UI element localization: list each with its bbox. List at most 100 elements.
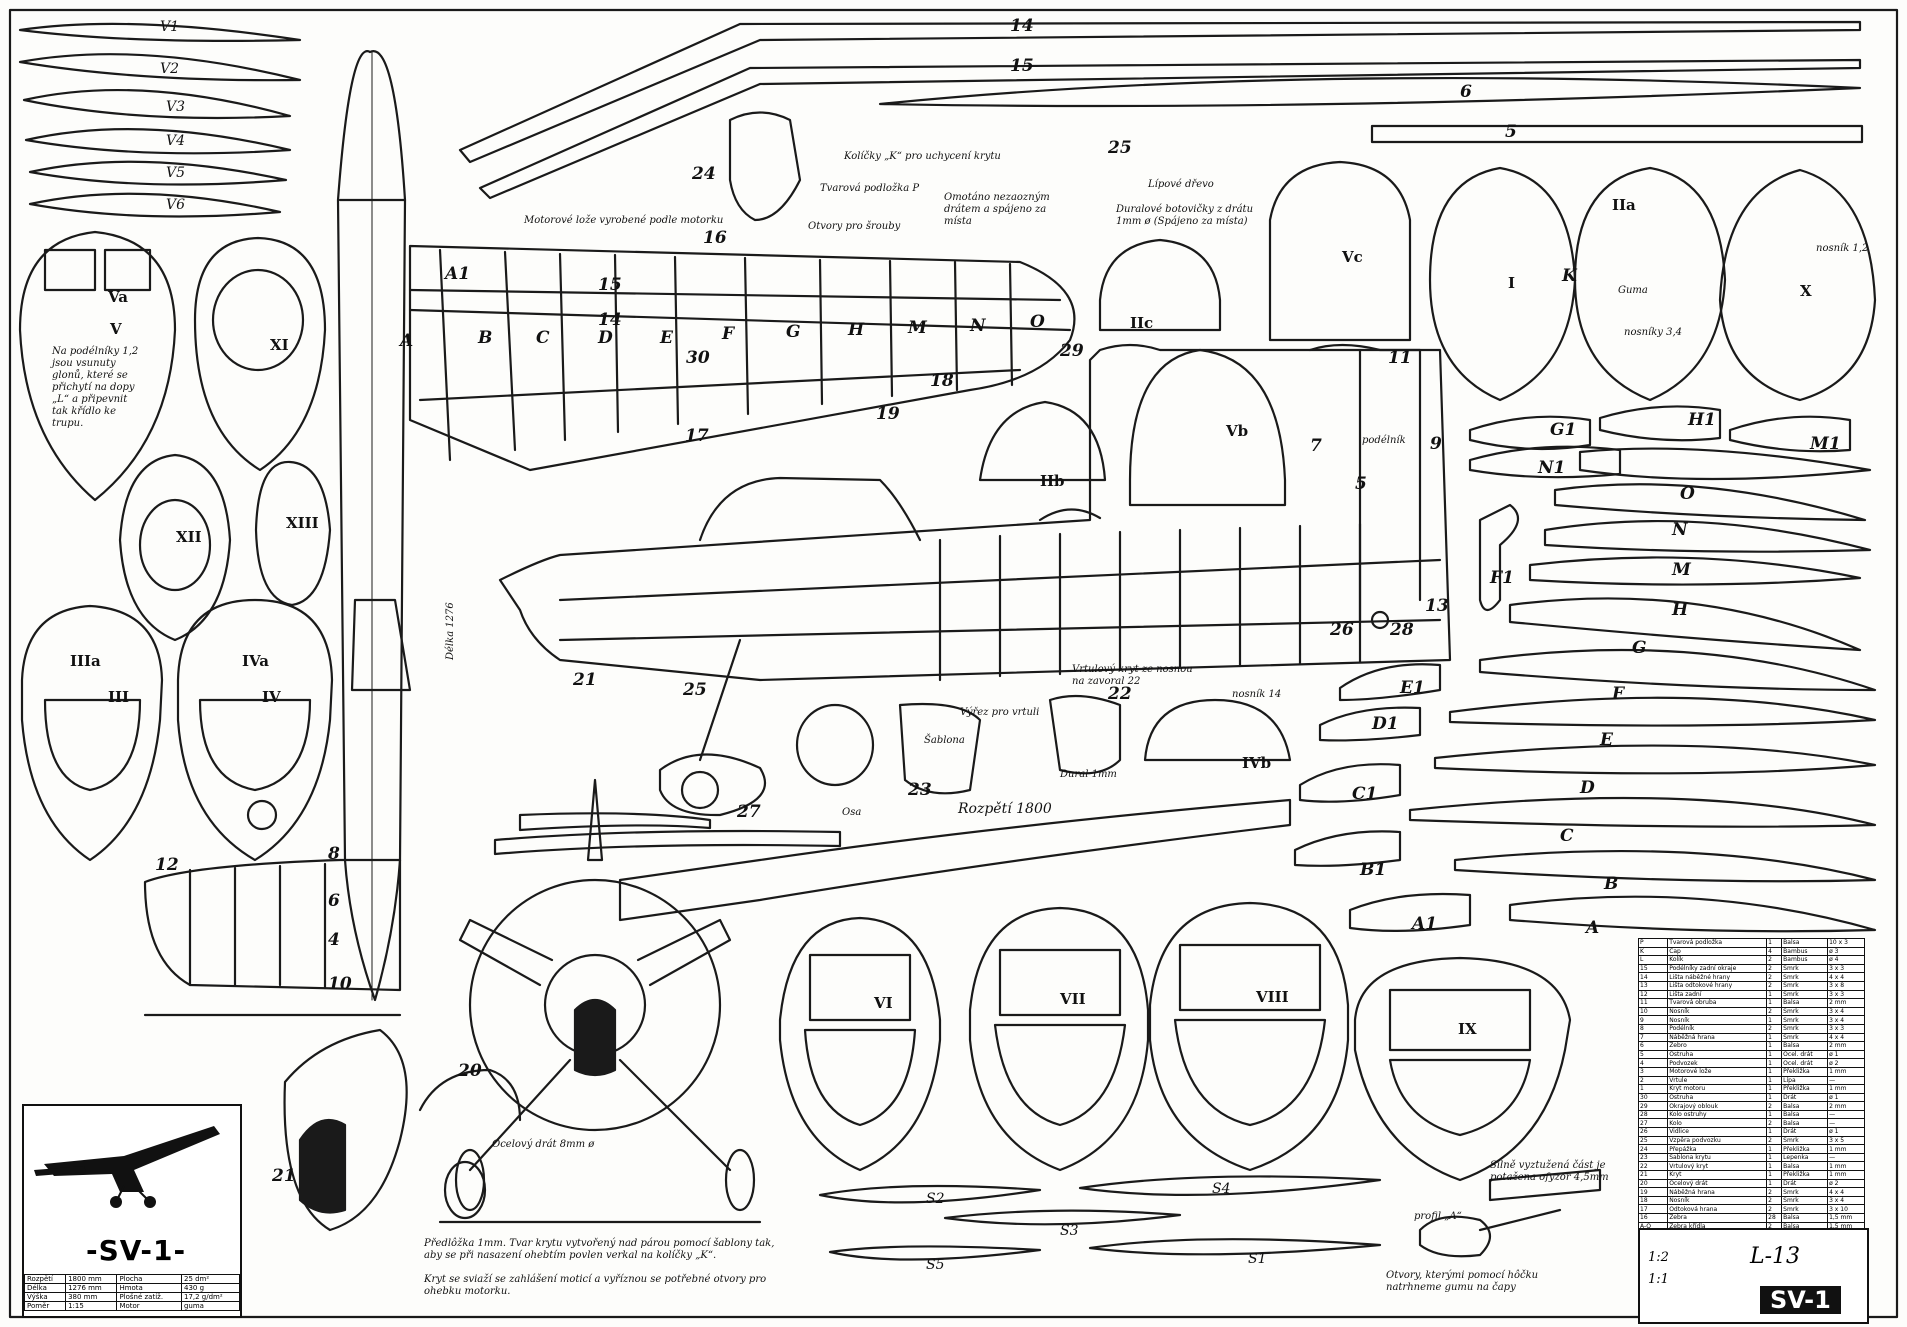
parts-cell: Lišta zadní	[1667, 989, 1768, 1000]
label-O-wing: O	[1030, 312, 1045, 332]
parts-cell: Balsa	[1781, 1118, 1829, 1129]
parts-cell: 4	[1766, 946, 1783, 957]
parts-cell: Vrtule	[1667, 1075, 1768, 1086]
label-S4: S4	[1212, 1181, 1231, 1197]
parts-cell: 2	[1637, 1075, 1669, 1086]
parts-cell: 19	[1637, 1187, 1669, 1197]
label-29: 29	[1060, 341, 1084, 361]
parts-cell: ø 4	[1827, 955, 1865, 965]
parts-cell: 26	[1637, 1127, 1669, 1137]
parts-cell: 2	[1766, 980, 1783, 991]
label-E-wing: E	[660, 328, 673, 348]
label-7: 7	[1310, 436, 1322, 456]
parts-cell: Nosník	[1667, 1015, 1768, 1025]
note-osa: Osa	[842, 807, 862, 818]
drawing-number: L-13	[1750, 1244, 1801, 1269]
note-tvarova: Tvarová podložka P	[820, 183, 920, 194]
label-13: 13	[1425, 596, 1449, 616]
label-former-IIc: IIc	[1130, 314, 1154, 332]
label-former-X: X	[1800, 282, 1812, 300]
spec-cell: 1276 mm	[65, 1283, 118, 1293]
parts-cell: 2	[1766, 1023, 1783, 1034]
parts-cell: Ocelový drát	[1667, 1178, 1768, 1189]
strips-long	[458, 20, 1864, 200]
spec-cell: Plocha	[116, 1274, 182, 1284]
label-H1-rib: H1	[1688, 410, 1716, 430]
label-F-rib: F	[1612, 684, 1625, 704]
parts-cell: 18	[1637, 1195, 1669, 1206]
label-30: 30	[686, 348, 710, 368]
label-N-wing: N	[970, 316, 986, 336]
parts-cell: Nosník	[1667, 1195, 1768, 1206]
label-23: 23	[908, 780, 932, 800]
label-19: 19	[876, 404, 900, 424]
label-former-III: III	[108, 688, 130, 706]
formers-top-right	[978, 160, 1877, 507]
parts-cell: 2	[1766, 1006, 1783, 1017]
spec-cell: Výška	[23, 1292, 67, 1302]
label-O-rib: O	[1680, 484, 1695, 504]
parts-cell: Balsa	[1781, 938, 1829, 948]
parts-cell: 9	[1637, 1015, 1669, 1025]
spec-cell: Plošné zatíž.	[116, 1292, 182, 1302]
label-former-VII: VII	[1060, 990, 1086, 1008]
parts-cell: 1	[1766, 1084, 1783, 1094]
label-15b: 15	[598, 275, 622, 295]
parts-cell: ø 2	[1827, 1178, 1865, 1189]
parts-cell: 22	[1637, 1161, 1669, 1172]
parts-cell: Tvarová podložka	[1667, 938, 1768, 948]
spec-cell: Rozpětí	[23, 1274, 67, 1284]
parts-cell: 2	[1766, 1135, 1783, 1146]
label-A-rib: A	[1586, 918, 1600, 938]
label-V6: V6	[166, 197, 186, 213]
parts-cell: 2	[1766, 1101, 1783, 1111]
label-former-VI: VI	[874, 994, 893, 1012]
label-former-XII: XII	[176, 528, 202, 546]
span-label: Rozpětí 1800	[958, 801, 1052, 817]
parts-cell: Čap	[1667, 946, 1768, 957]
label-8: 8	[328, 844, 340, 864]
label-former-V: V	[110, 320, 122, 338]
formers-left	[18, 230, 334, 862]
label-21b: 21	[272, 1166, 296, 1186]
parts-cell: 8	[1637, 1023, 1669, 1034]
parts-cell: 2	[1766, 1187, 1783, 1197]
spec-cell: 430 g	[180, 1283, 241, 1293]
label-18: 18	[930, 371, 954, 391]
parts-cell: 2 mm	[1827, 998, 1865, 1008]
parts-cell: 1	[1766, 998, 1783, 1008]
label-V1: V1	[160, 19, 180, 35]
spec-cell: guma	[180, 1301, 241, 1311]
note-otvory-draty: Otvory, kterými pomocí hôčku natrhneme g…	[1386, 1270, 1539, 1293]
label-25b: 25	[683, 680, 707, 700]
parts-cell: Smrk	[1781, 1006, 1829, 1017]
label-9: 9	[1430, 434, 1442, 454]
parts-cell: 2	[1766, 963, 1783, 974]
parts-cell: Podélníky zadní okraje	[1667, 963, 1768, 974]
parts-cell: Smrk	[1781, 1204, 1829, 1214]
label-24: 24	[692, 164, 716, 184]
plane-sketch-icon	[34, 1126, 220, 1208]
parts-cell: Kryt motoru	[1667, 1084, 1768, 1094]
fuselage-top-view	[336, 50, 412, 1002]
parts-cell: 3 x 10	[1827, 1204, 1865, 1214]
note-guma: Guma	[1618, 285, 1648, 296]
parts-cell: Bambus	[1781, 955, 1829, 965]
parts-cell: 10 x 3	[1827, 938, 1865, 948]
wing-front-strip	[493, 798, 1292, 922]
parts-cell: Žebra	[1667, 1213, 1768, 1223]
parts-cell: 10	[1637, 1006, 1669, 1017]
parts-cell: 1 mm	[1827, 1084, 1865, 1094]
label-former-Vb: Vb	[1226, 422, 1249, 440]
parts-cell: 3 x 3	[1827, 989, 1865, 1000]
spec-cell: 17,2 g/dm²	[180, 1292, 241, 1302]
